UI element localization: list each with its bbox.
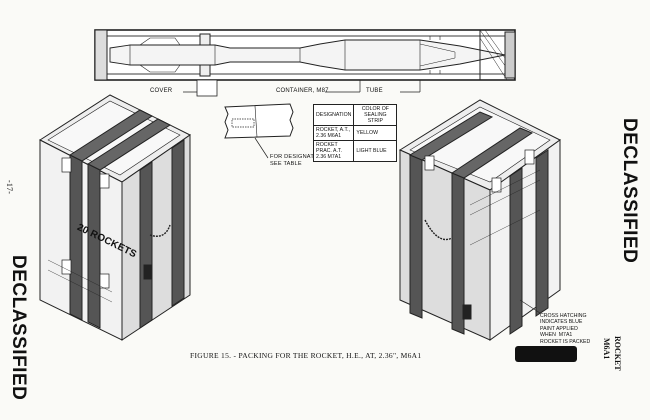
designation-table: DESIGNATION COLOR OF SEALING STRIP ROCKE… bbox=[312, 104, 398, 162]
rocket-container-drawing bbox=[94, 29, 516, 97]
table-header: DESIGNATION bbox=[312, 104, 355, 126]
page-number: -17- bbox=[5, 180, 14, 195]
declassified-stamp-left: DECLASSIFIED bbox=[8, 255, 29, 401]
figure-caption: FIGURE 15. - PACKING FOR THE ROCKET, H.E… bbox=[190, 351, 422, 360]
table-cell: YELLOW bbox=[353, 125, 398, 141]
redaction-bar bbox=[515, 346, 577, 362]
cover-label: COVER bbox=[150, 88, 173, 94]
tube-label: TUBE bbox=[366, 88, 383, 94]
right-crate-drawing bbox=[398, 99, 561, 341]
table-header: COLOR OF SEALING STRIP bbox=[353, 104, 398, 126]
container-label: CONTAINER, M87 bbox=[276, 88, 329, 94]
declassified-stamp-right: DECLASSIFIED bbox=[619, 118, 640, 264]
table-cell: LIGHT BLUE bbox=[353, 140, 398, 162]
cross-hatch-note: CROSS HATCHING INDICATES BLUE PAINT APPL… bbox=[540, 313, 591, 345]
table-cell: ROCKET, A.T., 2.36 M6A1 bbox=[312, 125, 355, 141]
side-title-line1: M6A1 bbox=[602, 338, 611, 360]
side-title-line2: ROCKET bbox=[613, 336, 622, 371]
table-cell: ROCKET PRAC. A.T. 2.36 M7A1 bbox=[312, 140, 355, 162]
table-row: ROCKET PRAC. A.T. 2.36 M7A1 LIGHT BLUE bbox=[312, 140, 398, 162]
table-row: ROCKET, A.T., 2.36 M6A1 YELLOW bbox=[312, 125, 398, 141]
table-header-row: DESIGNATION COLOR OF SEALING STRIP bbox=[312, 104, 398, 126]
strip-callout: FOR DESIGNATION SEE TABLE bbox=[270, 154, 325, 167]
left-crate-drawing bbox=[38, 94, 191, 341]
sealing-strip-drawing bbox=[224, 103, 294, 159]
